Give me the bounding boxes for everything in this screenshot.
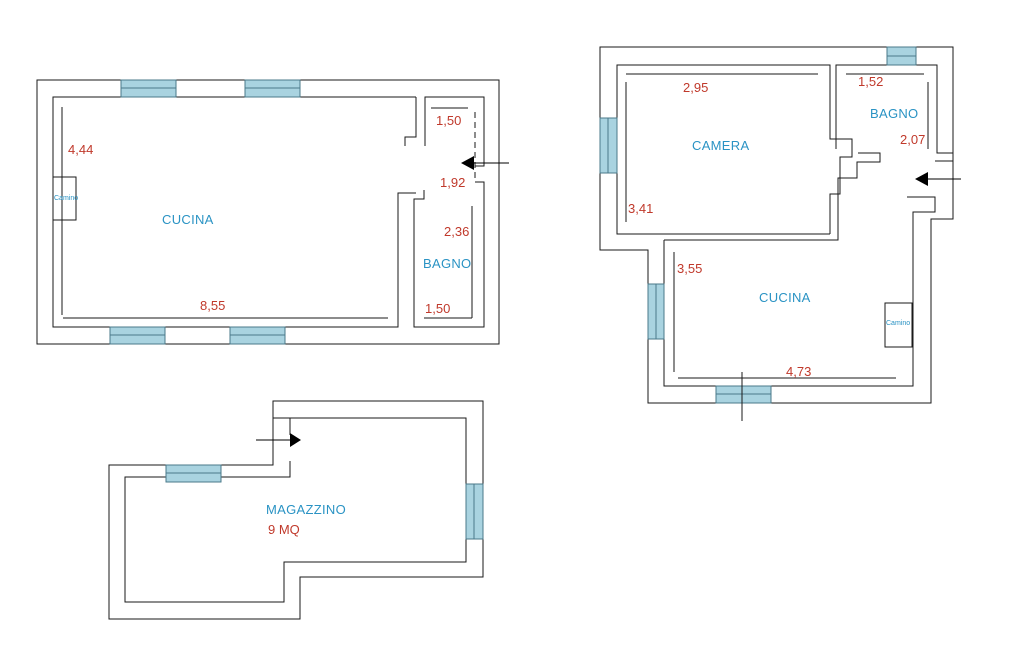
- plan1-window-bottom-2: [229, 326, 286, 345]
- plan2-window-cucina-bottom: [715, 385, 772, 404]
- plan1-dim-passage: 1,92: [440, 175, 465, 190]
- plan2-room-bagno: BAGNO: [870, 106, 918, 121]
- plan2-dim-camera-height: 3,41: [628, 201, 653, 216]
- plan-1: Camino CUCINA BAGNO 8,55 4,44 1,50 1,92 …: [36, 79, 509, 345]
- plan2-room-camera: CAMERA: [692, 138, 749, 153]
- plan1-window-top-1: [120, 79, 177, 98]
- plan2-window-cucina-left: [647, 283, 665, 340]
- plan2-camino-label: Camino: [886, 320, 910, 327]
- plan2-dim-cucina-height: 3,55: [677, 261, 702, 276]
- plan3-entry-arrow-head: [290, 433, 301, 447]
- plan1-dim-bagno-width: 1,50: [425, 301, 450, 316]
- plan1-outer-wall: [36, 79, 500, 345]
- plan1-dim-bagno-top: 1,50: [436, 113, 461, 128]
- plan2-dim-bagno-width: 1,52: [858, 74, 883, 89]
- plan2-outer-wall: [599, 46, 954, 404]
- plan1-dim-height: 4,44: [68, 142, 93, 157]
- plan1-room-cucina: CUCINA: [162, 212, 214, 227]
- plan2-bagno-wall: [835, 64, 954, 162]
- plan2-cucina-wall: [664, 152, 881, 241]
- plan2-dim-bagno-height: 2,07: [900, 132, 925, 147]
- plan1-bagno-top-wall: [424, 96, 485, 167]
- plan3-area: 9 MQ: [268, 522, 300, 537]
- plan3-room-magazzino: MAGAZZINO: [266, 502, 346, 517]
- plan2-window-bagno: [886, 46, 917, 66]
- plan1-camino-box: [52, 176, 77, 221]
- plan1-camino-label: Camino: [54, 195, 78, 202]
- plan1-window-top-2: [244, 79, 301, 98]
- plan2-dim-cucina-width: 4,73: [786, 364, 811, 379]
- plan1-dim-bagno-height: 2,36: [444, 224, 469, 239]
- plan2-window-camera: [599, 117, 618, 174]
- plan1-cucina-inner-wall: [52, 96, 416, 328]
- plan1-bagno-wall: [413, 181, 485, 328]
- plan1-room-bagno: BAGNO: [423, 256, 471, 271]
- plan1-dim-width: 8,55: [200, 298, 225, 313]
- plan2-entry-arrow-head: [915, 172, 928, 186]
- plan3-inner-wall-top: [272, 401, 290, 419]
- plan3-window-top: [165, 464, 222, 483]
- plan-2: Camino CAMERA BAGNO CUCINA 2,95 3,41 1,5…: [599, 46, 961, 421]
- plan3-window-right: [465, 483, 484, 540]
- plan1-window-bottom-1: [109, 326, 166, 345]
- plan1-cucina-right-wall: [404, 97, 417, 146]
- plan2-room-cucina: CUCINA: [759, 290, 811, 305]
- plan2-dim-camera-width: 2,95: [683, 80, 708, 95]
- plan2-cucina-wall-2: [663, 196, 936, 387]
- plan1-entry-arrow-head: [461, 156, 474, 170]
- plan2-camino-box: [884, 302, 913, 348]
- plan-3: MAGAZZINO 9 MQ: [108, 400, 484, 620]
